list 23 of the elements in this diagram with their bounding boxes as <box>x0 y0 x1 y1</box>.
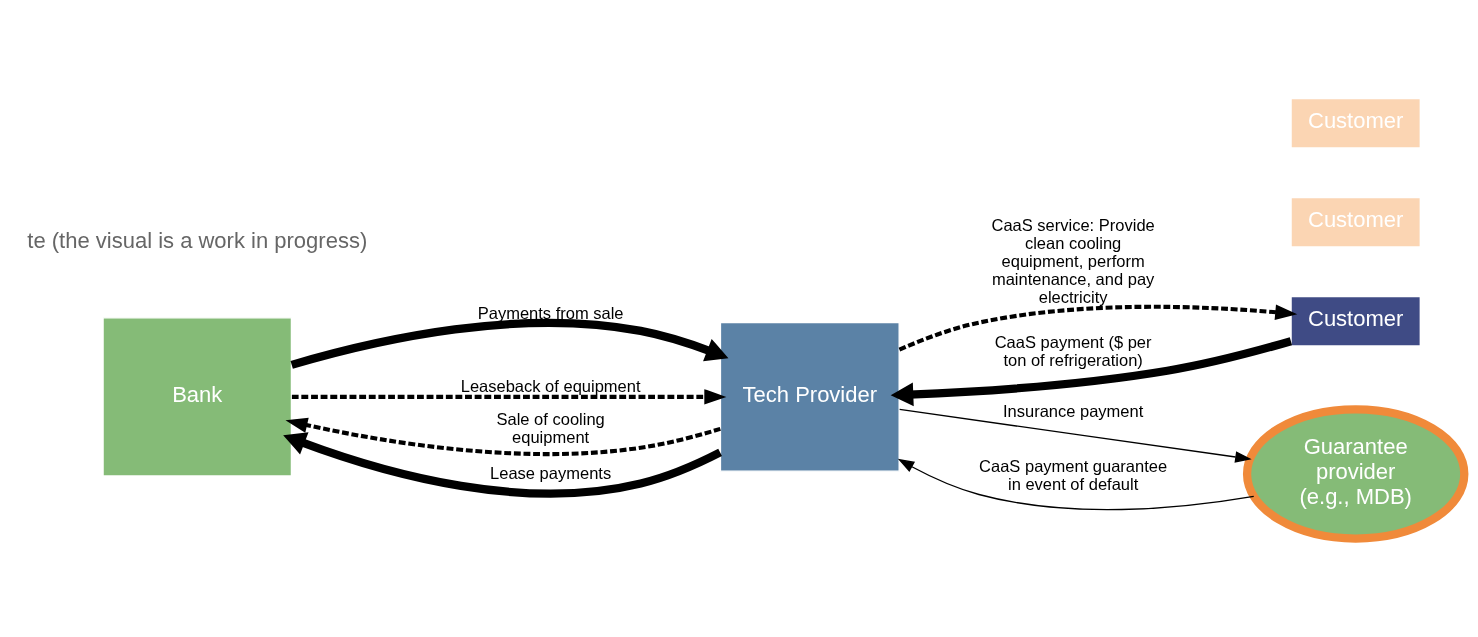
arrow <box>898 304 1298 352</box>
node-box: Bank <box>102 317 293 477</box>
edge-label: CaaS service: Provide clean cooling equipment, perform maintenance, and pay electricity <box>991 216 1155 306</box>
edge-label: CaaS payment guarantee in event of default <box>979 456 1168 493</box>
arrow <box>283 432 722 498</box>
edge-label: Payments from sale <box>477 304 624 323</box>
node-box: Tech Provider <box>719 321 900 472</box>
arrow <box>897 458 1255 511</box>
edge-label: Lease payments <box>490 463 612 482</box>
edge-label: Sale of cooling equipment <box>496 410 605 447</box>
node-ellipse: Guarantee provider (e.g., MDB) <box>1242 405 1469 543</box>
node-box: Customer <box>1290 295 1421 347</box>
arrow <box>290 318 729 369</box>
arrow <box>285 417 721 457</box>
arrow <box>890 337 1293 407</box>
node-box: Customer <box>1290 196 1421 248</box>
edge-label: Leaseback of equipment <box>460 377 641 396</box>
edge-label: Insurance payment <box>1002 401 1144 420</box>
arrow <box>291 389 727 405</box>
arrow <box>898 408 1252 463</box>
node-box: Customer <box>1290 97 1421 149</box>
edge-label: CaaS payment ($ per ton of refrigeration) <box>994 333 1152 370</box>
label: te (the visual is a work in progress) <box>27 228 368 254</box>
